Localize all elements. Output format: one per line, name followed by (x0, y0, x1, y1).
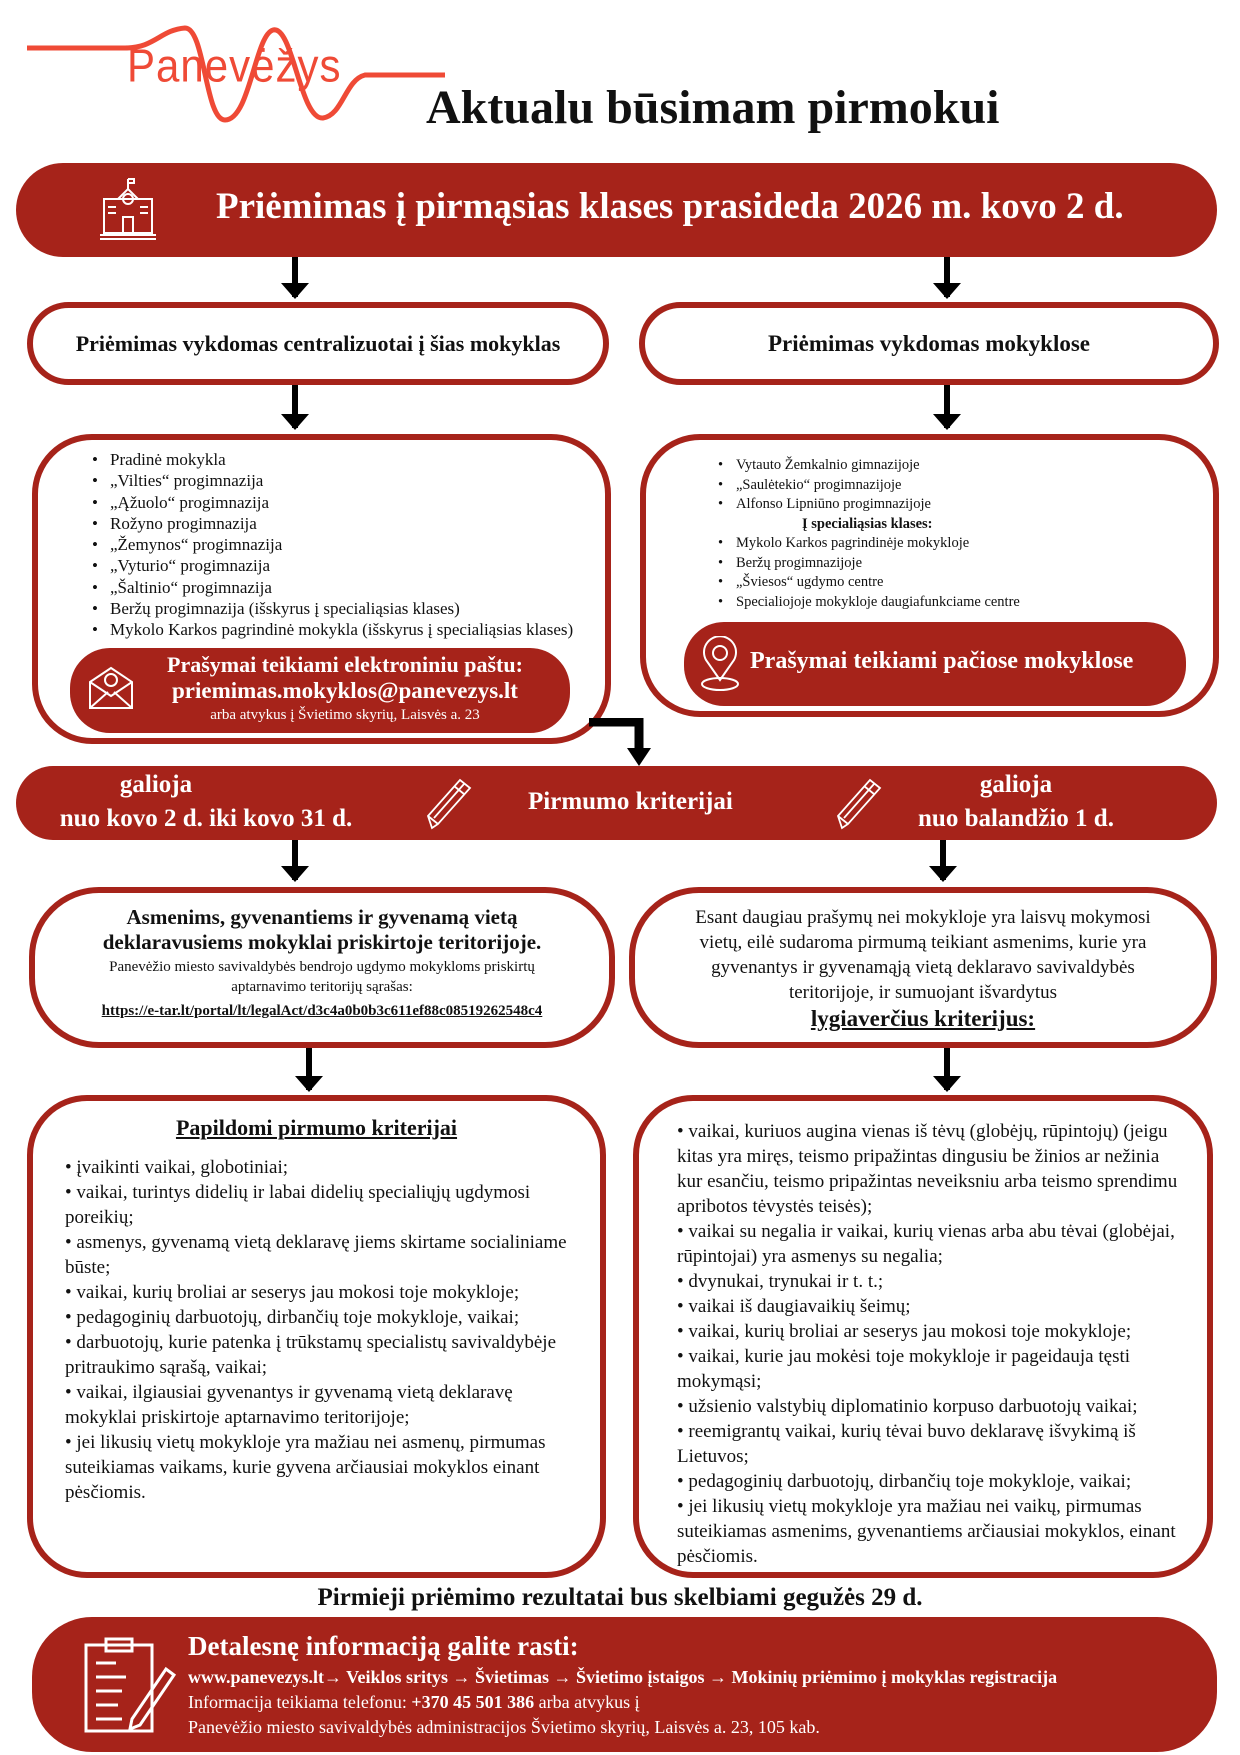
list-item: • reemigrantų vaikai, kurių tėvai buvo d… (677, 1421, 1136, 1467)
footer-nav-path[interactable]: www.panevezys.lt→ Veiklos sritys → Šviet… (188, 1667, 1058, 1687)
phone-number[interactable]: +370 45 501 386 (411, 1692, 535, 1712)
territory-heading: Asmenims, gyvenantiems ir gyvenamą vietą… (102, 905, 542, 954)
list-item: Rožyno progimnazija (92, 513, 573, 535)
territory-note: Panevėžio miesto savivaldybės bendrojo u… (109, 959, 535, 995)
territory-box: Asmenims, gyvenantiems ir gyvenamą vietą… (29, 887, 615, 1048)
list-item: • jei likusių vietų mokykloje yra mažiau… (677, 1496, 1176, 1567)
list-item: „Ąžuolo“ progimnazija (92, 492, 573, 514)
criteria-left-line2: nuo kovo 2 d. iki kovo 31 d. (59, 805, 353, 832)
list-item: „Vyturio“ progimnazija (92, 555, 573, 577)
school-admission-box: Vytauto Žemkalnio gimnazijoje „Saulėteki… (640, 434, 1219, 717)
email-submission-pill: Prašymai teikiami elektroniniu paštu: pr… (70, 648, 570, 733)
school-admission-heading: Priėmimas vykdomas mokyklose (639, 302, 1219, 385)
page-title: Aktualu būsimam pirmokui (426, 81, 1000, 134)
criteria-right-line1: galioja (979, 771, 1053, 798)
email-address[interactable]: priemimas.mokyklos@panevezys.lt (172, 678, 518, 703)
email-icon (88, 664, 134, 715)
list-item: • pedagoginių darbuotojų, dirbančių toje… (677, 1471, 1132, 1492)
list-item: Mykolo Karkos pagrindinė mokykla (išskyr… (92, 619, 573, 641)
list-item: Alfonso Lipniūno progimnazijoje (718, 495, 1020, 515)
list-item: • asmenys, gyvenamą vietą deklaravę jiem… (65, 1232, 567, 1278)
additional-criteria-box: Papildomi pirmumo kriterijai • įvaikinti… (27, 1095, 606, 1578)
list-item: „Vilties“ progimnazija (92, 470, 573, 492)
arrow-down-icon (929, 840, 957, 882)
equal-criteria-box: • vaikai, kuriuos augina vienas iš tėvų … (633, 1095, 1213, 1578)
central-admission-heading: Priėmimas vykdomas centralizuotai į šias… (27, 302, 609, 385)
arrow-down-icon (281, 385, 309, 430)
list-item: Specialiojoje mokykloje daugiafunkciame … (718, 593, 1020, 613)
schools-heading-text: Priėmimas vykdomas mokyklose (768, 330, 1090, 356)
special-classes-heading: Į specialiąsias klases: (802, 515, 933, 532)
criteria-left-period: galioja nuo kovo 2 d. iki kovo 31 d. (46, 768, 436, 836)
equal-criteria-intro-box: Esant daugiau prašymų nei mokykloje yra … (629, 887, 1217, 1048)
footer-address: Panevėžio miesto savivaldybės administra… (188, 1717, 820, 1737)
list-item: • vaikai, turintys didelių ir labai dide… (65, 1182, 531, 1228)
list-item: • įvaikinti vaikai, globotiniai; (65, 1157, 289, 1178)
criteria-right-line2: nuo balandžio 1 d. (918, 805, 1114, 832)
location-pin-icon (698, 635, 742, 697)
additional-criteria-list: • įvaikinti vaikai, globotiniai; • vaika… (65, 1155, 578, 1505)
info-footer: Detalesnę informaciją galite rasti: www.… (32, 1617, 1217, 1752)
list-item: Beržų progimnazija (išskyrus į specialią… (92, 598, 573, 620)
equal-criteria-heading: lygiaverčius kriterijus: (810, 1006, 1036, 1031)
clipboard-icon (82, 1635, 178, 1740)
central-heading-text: Priėmimas vykdomas centralizuotai į šias… (75, 330, 561, 356)
banner-text: Priėmimas į pirmąsias klases prasideda 2… (216, 186, 1124, 227)
pencil-icon (834, 776, 884, 836)
list-item: • jei likusių vietų mokykloje yra mažiau… (65, 1432, 546, 1503)
additional-criteria-heading: Papildomi pirmumo kriterijai (175, 1115, 458, 1140)
school-submission-pill: Prašymai teikiami pačiose mokyklose (684, 622, 1186, 706)
footer-heading: Detalesnę informaciją galite rasti: (188, 1631, 579, 1661)
list-item: „Žemynos“ progimnazija (92, 534, 573, 556)
criteria-title: Pirmumo kriterijai (528, 788, 733, 815)
arrow-down-icon (933, 1048, 961, 1092)
list-item: Pradinė mokykla (92, 449, 573, 471)
central-schools-box: Pradinė mokykla „Vilties“ progimnazija „… (32, 434, 611, 744)
admission-start-banner: Priėmimas į pirmąsias klases prasideda 2… (16, 163, 1217, 257)
arrow-down-icon (933, 385, 961, 430)
list-item: „Šaltinio“ progimnazija (92, 577, 573, 599)
list-item: „Šviesos“ ugdymo centre (718, 573, 1020, 593)
list-item: • vaikai, kurie jau mokėsi toje mokykloj… (677, 1346, 1131, 1392)
list-item: • vaikai su negalia ir vaikai, kurių vie… (677, 1221, 1175, 1267)
list-item: • vaikai, ilgiausiai gyvenantys ir gyven… (65, 1382, 513, 1428)
list-item: Mykolo Karkos pagrindinėje mokykloje (718, 534, 1020, 554)
arrow-down-icon (281, 257, 309, 299)
logo-text: Panevėžys (127, 39, 342, 92)
list-item: • pedagoginių darbuotojų, dirbančių toje… (65, 1307, 520, 1328)
equal-criteria-list: • vaikai, kuriuos augina vienas iš tėvų … (677, 1119, 1189, 1569)
list-item: • užsienio valstybių diplomatinio korpus… (677, 1396, 1138, 1417)
criteria-banner: galioja nuo kovo 2 d. iki kovo 31 d. Pir… (16, 766, 1217, 840)
email-submission-title: Prašymai teikiami elektroniniu paštu: (167, 652, 523, 677)
list-item: • vaikai, kurių broliai ar seserys jau m… (677, 1321, 1132, 1342)
phone-prefix: Informacija teikiama telefonu: (188, 1692, 412, 1712)
phone-suffix: arba atvykus į (534, 1692, 640, 1712)
schools-list: Vytauto Žemkalnio gimnazijoje „Saulėteki… (718, 456, 1020, 612)
list-item: • darbuotojų, kurie patenka į trūkstamų … (65, 1332, 557, 1378)
elbow-arrow-icon (589, 717, 659, 773)
footer-phone-line: Informacija teikiama telefonu: +370 45 5… (188, 1692, 640, 1713)
list-item: • vaikai, kurių broliai ar seserys jau m… (65, 1282, 520, 1303)
equal-criteria-text: Esant daugiau prašymų nei mokykloje yra … (695, 907, 1151, 1003)
list-item: „Saulėtekio“ progimnazijoje (718, 476, 1020, 496)
arrow-down-icon (281, 840, 309, 882)
list-item: Beržų progimnazijoje (718, 554, 1020, 574)
pencil-icon (424, 776, 474, 836)
school-submission-title: Prašymai teikiami pačiose mokyklose (750, 648, 1134, 674)
central-schools-list: Pradinė mokykla „Vilties“ progimnazija „… (92, 449, 573, 641)
territory-list-link[interactable]: https://e-tar.lt/portal/lt/legalAct/d3c4… (101, 1003, 543, 1019)
list-item: • vaikai iš daugiavaikių šeimų; (677, 1296, 911, 1317)
list-item: • dvynukai, trynukai ir t. t.; (677, 1271, 884, 1292)
arrow-down-icon (295, 1048, 323, 1092)
school-building-icon (96, 177, 160, 246)
list-item: Vytauto Žemkalnio gimnazijoje (718, 456, 1020, 476)
list-item: • vaikai, kuriuos augina vienas iš tėvų … (677, 1121, 1178, 1217)
panevezys-logo: Panevėžys (25, 20, 445, 130)
criteria-left-line1: galioja (119, 771, 193, 798)
results-announcement: Pirmieji priėmimo rezultatai bus skelbia… (317, 1584, 923, 1611)
email-submission-note: arba atvykus į Švietimo skyrių, Laisvės … (210, 707, 480, 723)
arrow-down-icon (933, 257, 961, 299)
criteria-right-period: galioja nuo balandžio 1 d. (886, 768, 1146, 836)
